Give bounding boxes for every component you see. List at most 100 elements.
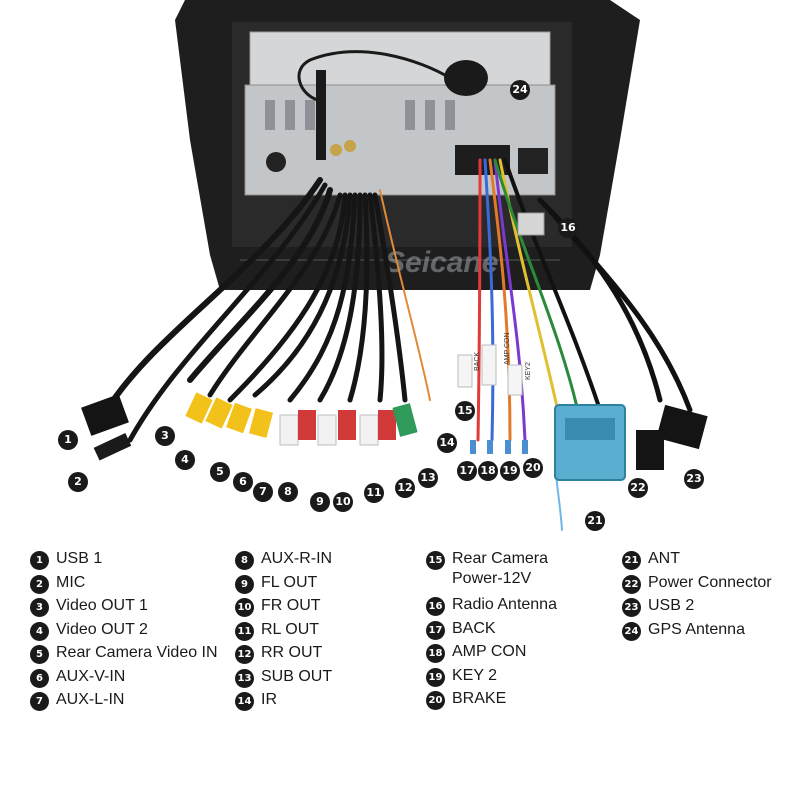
legend-number-badge: 9 (235, 574, 254, 594)
legend-number-badge: 1 (30, 551, 49, 570)
callout-marker-5: 5 (210, 462, 230, 482)
legend-number-badge: 17 (426, 620, 445, 640)
rca-connectors (185, 392, 418, 446)
legend-label: AMP CON (452, 643, 527, 660)
legend-item-22: 22 Power Connector (622, 573, 772, 597)
legend-label: FR OUT (261, 597, 321, 614)
legend-label: RR OUT (261, 644, 323, 661)
power-connector-block (554, 404, 626, 481)
callout-marker-4: 4 (175, 450, 195, 470)
legend-item-4: 4 Video OUT 2 (30, 620, 218, 644)
gps-antenna-puck (297, 50, 488, 102)
legend-item-18: 18 AMP CON (426, 642, 557, 666)
legend-label: GPS Antenna (648, 620, 745, 638)
legend-number-badge: 16 (426, 597, 445, 616)
usb2-connector (636, 404, 708, 470)
tag-back: BACK (474, 352, 481, 371)
legend-number-badge: 12 (235, 645, 254, 664)
legend-number-badge: 6 (30, 668, 49, 688)
legend-number-badge: 4 (30, 621, 49, 641)
legend-number-badge: 18 (426, 644, 445, 663)
legend-number-badge: 5 (30, 645, 49, 664)
signal-wire-ends (470, 440, 528, 454)
legend-label: KEY 2 (452, 666, 498, 684)
legend-number-badge: 23 (622, 598, 641, 617)
legend-item-5: 5 Rear Camera Video IN (30, 643, 218, 667)
callout-marker-7: 7 (253, 482, 273, 502)
legend-item-6: 6 AUX-V-IN (30, 667, 218, 691)
legend-label: IR (261, 691, 277, 708)
legend-number-badge: 3 (30, 598, 49, 617)
legend-label: USB 1 (56, 550, 103, 567)
legend-item-1: 1 USB 1 (30, 549, 218, 573)
legend-label: Video OUT 2 (56, 620, 148, 638)
legend-label: BACK (452, 619, 496, 637)
legend-item-10: 10 FR OUT (235, 596, 332, 620)
legend-label: Video OUT 1 (56, 597, 148, 614)
legend-label: RL OUT (261, 620, 320, 638)
callout-marker-23: 23 (684, 469, 704, 489)
callout-marker-1: 1 (58, 430, 78, 450)
cable-tag-labels: BACK AMP CON KEY2 (457, 332, 532, 396)
legend-item-21: 21 ANT (622, 549, 772, 573)
legend-number-badge: 7 (30, 692, 49, 711)
legend-label: BRAKE (452, 690, 507, 707)
legend-number-badge: 14 (235, 692, 254, 711)
legend-label: AUX-L-IN (56, 691, 125, 708)
head-unit-photo: Seicane (81, 0, 708, 531)
legend-item-12: 12 RR OUT (235, 643, 332, 667)
legend-label: Rear Camera Video IN (56, 644, 218, 661)
callout-marker-6: 6 (233, 472, 253, 492)
legend-label: AUX-V-IN (56, 667, 126, 685)
legend-item-3: 3 Video OUT 1 (30, 596, 218, 620)
tag-amp: AMP CON (504, 332, 511, 365)
legend-label: Rear Camera Power-12V (452, 550, 549, 587)
legend-number-badge: 21 (622, 551, 641, 570)
legend-item-9: 9 FL OUT (235, 573, 332, 597)
antenna-posts (316, 70, 356, 160)
legend-item-7: 7 AUX-L-IN (30, 690, 218, 714)
callout-marker-22: 22 (628, 478, 648, 498)
legend-number-badge: 13 (235, 668, 254, 688)
callout-marker-2: 2 (68, 472, 88, 492)
brand-watermark: Seicane (385, 246, 498, 279)
legend-item-11: 11 RL OUT (235, 620, 332, 644)
legend-item-23: 23 USB 2 (622, 596, 772, 620)
legend-number-badge: 10 (235, 598, 254, 617)
callout-marker-21: 21 (585, 511, 605, 531)
legend-item-14: 14 IR (235, 690, 332, 714)
usb1-connector (81, 394, 129, 436)
callout-marker-8: 8 (278, 482, 298, 502)
legend-item-13: 13 SUB OUT (235, 667, 332, 691)
mic-connector (93, 433, 132, 461)
legend-col-1: 1 USB 1 2 MIC 3 Video OUT 1 4 Video OUT 2 5 Rear … (30, 549, 218, 714)
legend-label: AUX-R-IN (261, 550, 333, 567)
callout-marker-19: 19 (500, 461, 520, 481)
legend-label: ANT (648, 550, 680, 567)
legend-number-badge: 2 (30, 574, 49, 594)
legend-number-badge: 20 (426, 691, 445, 710)
callout-marker-3: 3 (155, 426, 175, 446)
legend-number-badge: 11 (235, 621, 254, 641)
legend-label: Radio Antenna (452, 596, 557, 613)
callout-marker-9: 9 (310, 492, 330, 512)
legend-label: MIC (56, 573, 86, 591)
legend-label: Power Connector (648, 573, 772, 591)
callout-marker-12: 12 (395, 478, 415, 498)
legend-label: SUB OUT (261, 667, 333, 685)
legend-item-20: 20 BRAKE (426, 689, 557, 713)
radio-antenna-plug (517, 212, 545, 236)
legend-number-badge: 22 (622, 574, 641, 594)
legend-item-17: 17 BACK (426, 619, 557, 643)
callout-marker-17: 17 (457, 461, 477, 481)
legend-label: FL OUT (261, 573, 318, 591)
callout-marker-11: 11 (364, 483, 384, 503)
callout-marker-15: 15 (455, 401, 475, 421)
legend-label: USB 2 (648, 597, 695, 614)
callout-marker-10: 10 (333, 492, 353, 512)
